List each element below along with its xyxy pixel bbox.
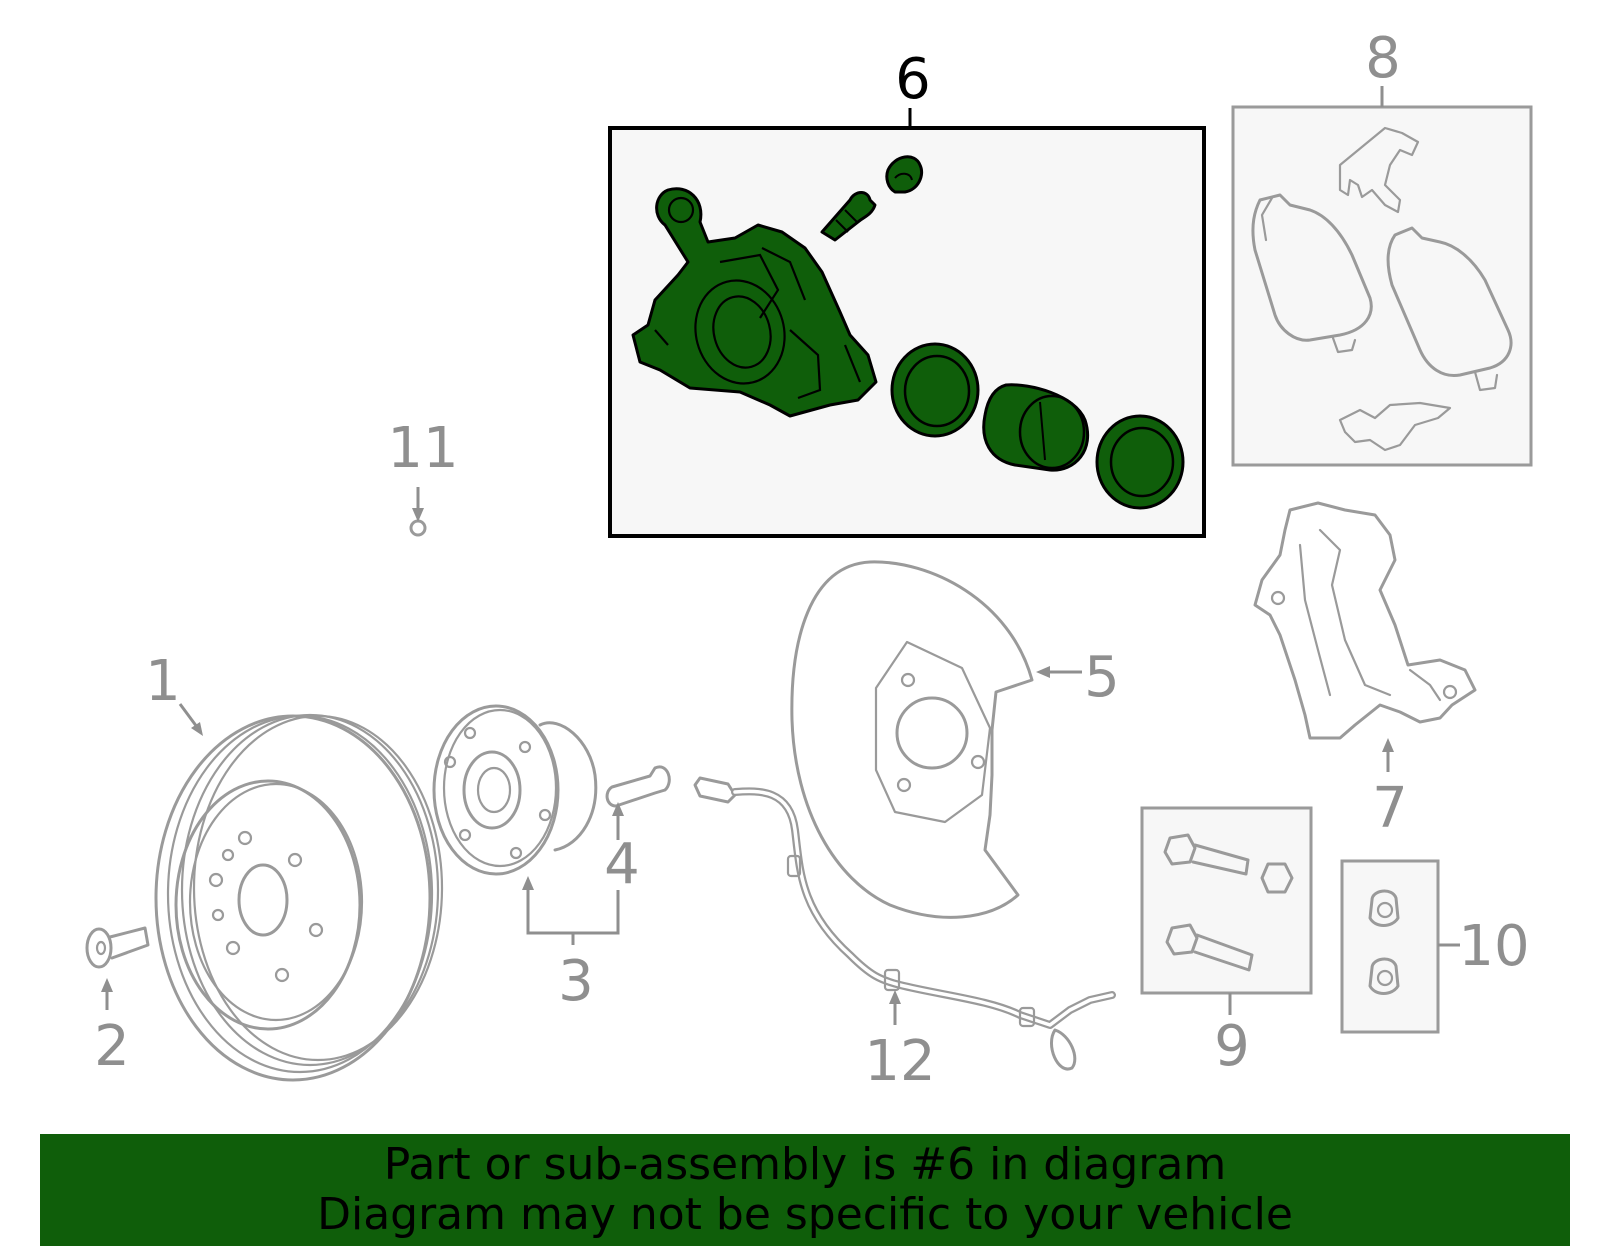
pad-clip	[1338, 126, 1420, 214]
part-5-group[interactable]: 5	[790, 560, 1120, 919]
part-6-group[interactable]: 6	[608, 47, 1206, 538]
piston-seal	[890, 342, 980, 438]
part-3-group[interactable]: 3	[432, 704, 620, 1014]
part-7-group[interactable]: 7	[1253, 501, 1477, 841]
bleeder-cap	[885, 155, 924, 194]
part-8-box	[1231, 105, 1533, 467]
bushing-lower	[1368, 957, 1400, 995]
piston	[982, 383, 1090, 472]
callout-2[interactable]: 2	[94, 1014, 130, 1079]
bleeder-screw	[820, 191, 877, 242]
callout-5[interactable]: 5	[1084, 645, 1120, 710]
info-banner: Part or sub-assembly is #6 in diagram Di…	[40, 1134, 1570, 1246]
bolt-lower	[1165, 923, 1254, 972]
callout-3[interactable]: 3	[558, 949, 594, 1014]
part-4-group[interactable]: 4	[604, 765, 671, 897]
brake-pad-right	[1386, 226, 1513, 392]
wear-indicator	[1338, 401, 1452, 452]
dust-boot	[1095, 414, 1185, 510]
dust-shield	[790, 560, 1034, 919]
caliper-bracket	[1253, 501, 1477, 740]
callout-6[interactable]: 6	[895, 47, 931, 112]
abs-sensor-connector	[693, 776, 737, 804]
brake-hose	[347, 526, 457, 714]
part-10-box	[1340, 859, 1440, 1034]
part-11-group[interactable]: 11	[347, 416, 459, 714]
part-10-group[interactable]: 10	[1340, 859, 1530, 1034]
nut	[1260, 862, 1294, 894]
callout-7[interactable]: 7	[1372, 776, 1408, 841]
callout-11[interactable]: 11	[387, 416, 458, 481]
callout-12[interactable]: 12	[864, 1029, 935, 1094]
banner-line-1: Part or sub-assembly is #6 in diagram	[383, 1139, 1227, 1190]
callout-1[interactable]: 1	[145, 649, 181, 714]
banner-line-2: Diagram may not be specific to your vehi…	[317, 1189, 1293, 1240]
part-2-group[interactable]: 2	[85, 926, 150, 1079]
bolt-upper	[1163, 833, 1250, 876]
callout-4[interactable]: 4	[604, 832, 640, 897]
callout-8[interactable]: 8	[1365, 26, 1401, 91]
brake-pad-left	[1251, 193, 1373, 354]
wheel-stud	[605, 765, 671, 808]
hub-bearing	[538, 721, 598, 852]
part-9-group[interactable]: 9	[1140, 806, 1313, 1079]
bushing-upper	[1368, 889, 1400, 927]
rotor-screw-head	[85, 927, 113, 969]
caliper-details	[654, 196, 862, 400]
part-1-group[interactable]: 1	[145, 649, 444, 1082]
part-9-box	[1140, 806, 1313, 995]
callout-9[interactable]: 9	[1214, 1014, 1250, 1079]
part-8-group[interactable]: 8	[1231, 26, 1533, 467]
callout-10[interactable]: 10	[1458, 914, 1529, 979]
part-12-group[interactable]: 12	[693, 776, 1116, 1094]
